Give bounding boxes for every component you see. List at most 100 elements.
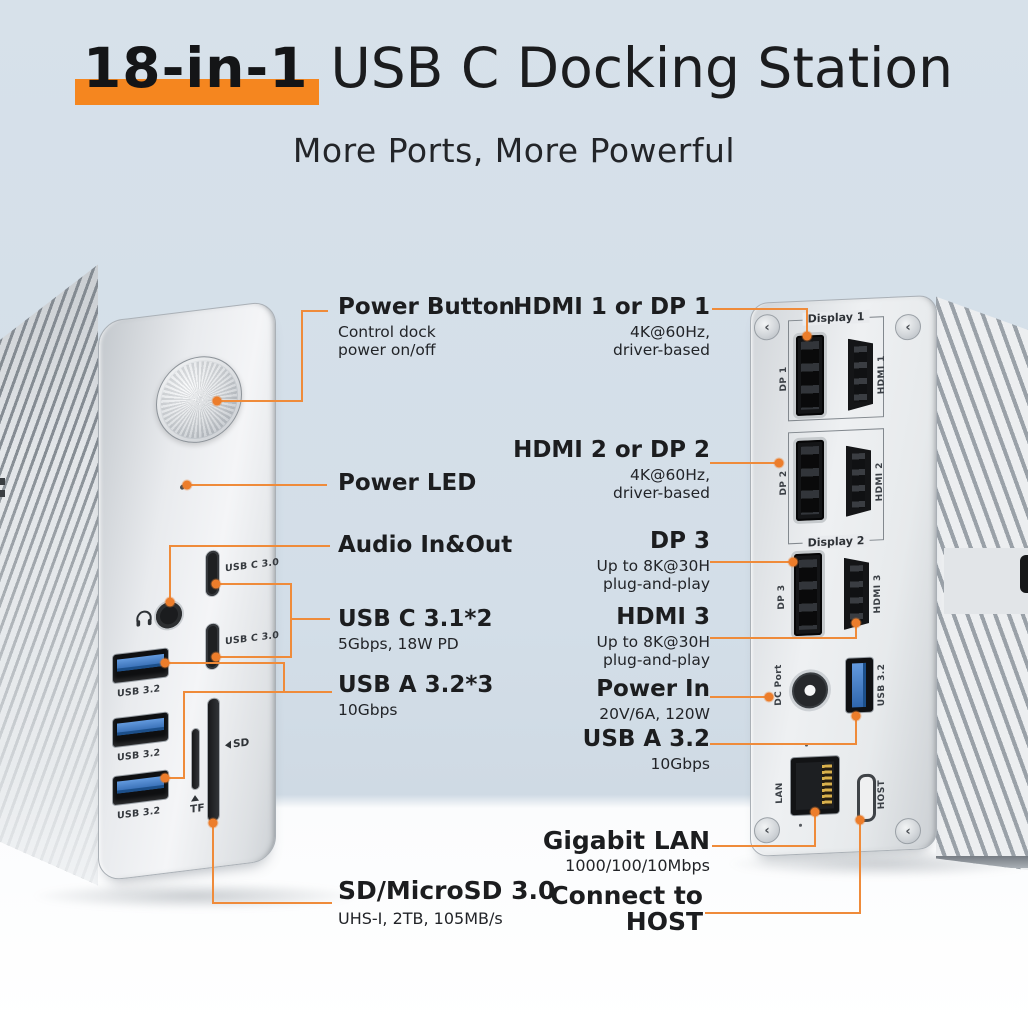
callout-title: Power In (596, 676, 710, 702)
callout-hdmi3: HDMI 3 Up to 8K@30H plug-and-play (596, 604, 710, 669)
callout-line (806, 308, 808, 335)
callout-title: USB A 3.2*3 (338, 672, 494, 698)
dp3-port (794, 552, 822, 637)
display2-group-label: Display 2 (802, 533, 870, 550)
callout-power-in: Power In 20V/6A, 120W (596, 676, 710, 723)
callout-sd: SD/MicroSD 3.0 UHS-I, 2TB, 105MB/s (338, 878, 555, 928)
callout-title: HDMI 2 or DP 2 (513, 437, 710, 463)
callout-usb-a-32: USB A 3.2 10Gbps (583, 726, 710, 773)
lan-port (791, 756, 839, 816)
callout-usb-c: USB C 3.1*2 5Gbps, 18W PD (338, 606, 492, 653)
callout-title: DP 3 (650, 528, 710, 554)
callout-title: Power LED (338, 470, 477, 496)
callout-dot (160, 773, 170, 783)
callout-dot (211, 652, 221, 662)
callout-line (290, 618, 330, 620)
sd-insert-triangle-icon (225, 740, 231, 750)
callout-line (184, 691, 332, 693)
side-port-cutout (1020, 555, 1028, 593)
callout-line (183, 691, 185, 779)
callout-sub: plug-and-play (603, 575, 710, 593)
callout-power-button: Power Button Control dock power on/off (338, 294, 515, 359)
callout-line (190, 484, 327, 486)
callout-dot (211, 579, 221, 589)
usb-c-port-1 (206, 550, 219, 597)
title-text: USB C Docking Station (330, 36, 953, 100)
callout-dot (160, 658, 170, 668)
callout-title: HDMI 3 (616, 604, 710, 630)
subtitle: More Ports, More Powerful (292, 131, 736, 170)
dp1-port (796, 334, 824, 416)
callout-title: HOST (625, 907, 703, 936)
usb-a-port-2 (113, 712, 168, 748)
callout-display2: HDMI 2 or DP 2 4K@60Hz, driver-based (513, 437, 710, 502)
lan-port-label: LAN (775, 781, 785, 804)
host-port-label: HOST (877, 779, 887, 810)
callout-sub: power on/off (338, 341, 436, 359)
sd-card-slot (208, 698, 219, 822)
callout-line (165, 662, 284, 664)
callout-sub: 5Gbps, 18W PD (338, 635, 459, 653)
callout-line (710, 696, 767, 698)
callout-dot (855, 815, 865, 825)
hdmi2-port-label: HDMI 2 (875, 461, 885, 502)
screw-icon: ‹ (754, 313, 780, 341)
callout-dot (810, 807, 820, 817)
usb-a-port-1-label: USB 3.2 (117, 683, 161, 700)
callout-line (712, 845, 816, 847)
callout-usb-a: USB A 3.2*3 10Gbps (338, 672, 493, 719)
callout-sub: UHS-I, 2TB, 105MB/s (338, 909, 503, 928)
callout-dot (212, 396, 222, 406)
callout-title: Gigabit LAN (542, 826, 710, 855)
callout-dot (208, 818, 218, 828)
callout-line (855, 717, 857, 745)
callout-title: SD/MicroSD 3.0 (338, 876, 556, 905)
callout-dot (788, 557, 798, 567)
dc-power-port (792, 671, 828, 710)
callout-line (212, 822, 214, 903)
callout-line (710, 462, 778, 464)
callout-line (216, 583, 291, 585)
callout-line (216, 656, 291, 658)
callout-dot (851, 618, 861, 628)
dp3-port-label: DP 3 (777, 583, 787, 610)
display1-group-label: Display 1 (802, 309, 870, 326)
usb-a-port-2-label: USB 3.2 (117, 747, 161, 764)
callout-sub: plug-and-play (603, 651, 710, 669)
callout-line (710, 637, 857, 639)
microsd-tf-slot (192, 728, 199, 790)
callout-line (705, 912, 861, 914)
usb-c-port-2-label: USB C 3.0 (225, 629, 280, 648)
callout-gigabit-lan: Gigabit LAN 1000/100/10Mbps (543, 828, 710, 875)
left-device-shadow (30, 882, 360, 910)
callout-title: Power Button (338, 294, 515, 320)
callout-connect-host: Connect to HOST (550, 883, 703, 935)
callout-sub: Up to 8K@30H (596, 557, 710, 575)
callout-title: HDMI 1 or DP 1 (513, 294, 710, 320)
callout-sub: 10Gbps (650, 755, 711, 773)
left-device-front-panel: USB C 3.0 USB C 3.0 USB 3.2 USB 3.2 USB … (98, 300, 280, 882)
callout-dp3: DP 3 Up to 8K@30H plug-and-play (596, 528, 710, 593)
hdmi2-port (846, 445, 871, 517)
callout-audio: Audio In&Out (338, 532, 512, 558)
callout-line (710, 561, 791, 563)
callout-line (283, 662, 285, 693)
dp1-port-label: DP 1 (779, 365, 789, 392)
callout-title: USB C 3.1*2 (338, 606, 493, 632)
usb-a-port-1 (113, 648, 168, 684)
pilot-dot (799, 823, 802, 827)
callout-dot (802, 331, 812, 341)
callout-sub: Control dock (338, 323, 436, 341)
callout-title: USB A 3.2 (582, 726, 710, 752)
callout-sub: 4K@60Hz, (630, 466, 710, 484)
callout-sub: 4K@60Hz, (630, 323, 710, 341)
left-device-heatsink-fins (0, 264, 98, 886)
usb-a-32-port-label: USB 3.2 (877, 663, 887, 707)
usb-c-port-1-label: USB C 3.0 (225, 556, 280, 575)
screw-icon: ‹ (895, 817, 921, 845)
callout-display1: HDMI 1 or DP 1 4K@60Hz, driver-based (513, 294, 710, 359)
callout-line (169, 545, 171, 601)
callout-line (217, 400, 302, 402)
